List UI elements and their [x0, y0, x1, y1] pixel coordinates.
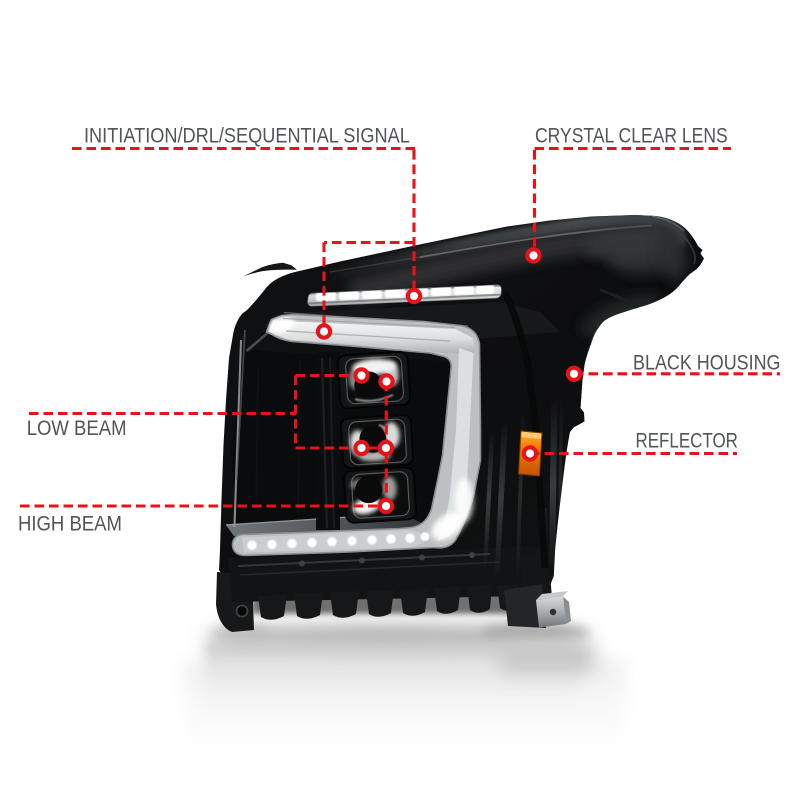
svg-text:LOW BEAM: LOW BEAM	[27, 417, 127, 440]
svg-text:INITIATION/DRL/SEQUENTIAL SIGN: INITIATION/DRL/SEQUENTIAL SIGNAL	[84, 125, 410, 149]
svg-text:CRYSTAL CLEAR LENS: CRYSTAL CLEAR LENS	[535, 124, 728, 148]
svg-text:HIGH BEAM: HIGH BEAM	[18, 512, 122, 535]
svg-text:REFLECTOR: REFLECTOR	[636, 430, 738, 453]
svg-text:BLACK HOUSING: BLACK HOUSING	[633, 351, 781, 375]
